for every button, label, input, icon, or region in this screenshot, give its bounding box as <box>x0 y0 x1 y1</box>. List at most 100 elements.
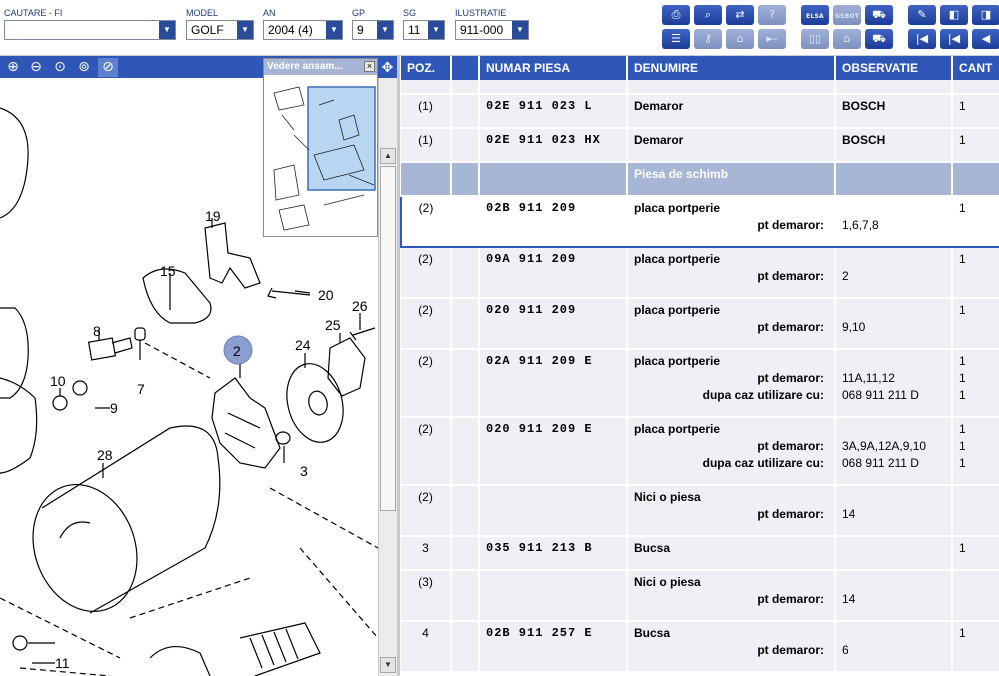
part-number[interactable]: 09A 911 209 <box>486 252 577 266</box>
part-number[interactable] <box>486 575 620 592</box>
ilustratie-select[interactable]: 911-000▼ <box>455 20 529 40</box>
model-select[interactable]: GOLF▼ <box>186 20 254 40</box>
part-label-25[interactable]: 25 <box>325 317 341 333</box>
drawing-scrollbar[interactable]: ▲ ▼ <box>378 56 397 676</box>
part-number[interactable] <box>486 490 620 507</box>
part-label-28[interactable]: 28 <box>97 447 113 463</box>
cautare-select[interactable]: ▼ <box>4 20 176 40</box>
col-denumire[interactable]: DENUMIRE <box>627 56 836 80</box>
part-label-24[interactable]: 24 <box>295 337 311 353</box>
col-flag[interactable] <box>451 56 480 80</box>
help-button[interactable]: ? <box>758 5 786 25</box>
prev-page-button[interactable]: ◧ <box>940 5 968 25</box>
quantity: 1 <box>959 354 966 368</box>
part-label-11[interactable]: 11 <box>55 655 70 671</box>
part-number[interactable]: 02B 911 257 E <box>486 626 593 640</box>
cart-button[interactable]: ⛟ <box>865 29 893 49</box>
part-number[interactable]: 020 911 209 <box>486 303 577 317</box>
gp-select[interactable]: 9▼ <box>352 20 394 40</box>
scroll-up-icon[interactable]: ▲ <box>380 148 396 164</box>
list-button[interactable]: ☰ <box>662 29 690 49</box>
zoom-window-icon[interactable]: ⊙ <box>54 59 66 75</box>
scroll-thumb[interactable] <box>380 166 396 511</box>
tree-button[interactable]: ⌂ <box>726 29 754 49</box>
part-number[interactable]: 02E 911 023 L <box>486 99 593 113</box>
part-label-9[interactable]: 9 <box>110 400 118 416</box>
chevron-down-icon[interactable]: ▼ <box>512 21 528 39</box>
overview-thumbnail[interactable] <box>264 75 377 236</box>
gsbot-button[interactable]: GSBOT <box>833 5 861 25</box>
home-button[interactable]: ⌂ <box>833 29 861 49</box>
chevron-down-icon[interactable]: ▼ <box>428 21 444 39</box>
sg-select[interactable]: 11▼ <box>403 20 445 40</box>
back-button[interactable]: ◀ <box>972 29 999 49</box>
part-label-3[interactable]: 3 <box>300 463 308 479</box>
section-row[interactable]: Piesa de schimb <box>401 162 999 197</box>
expand-panel-icon[interactable]: ✥ <box>378 56 397 78</box>
overview-title[interactable]: Vedere ansam... <box>264 59 377 75</box>
part-label-20[interactable]: 20 <box>318 287 334 303</box>
part-number[interactable]: 02B 911 209 <box>486 201 577 215</box>
cautare-filter: CAUTARE - FI ▼ <box>4 6 176 40</box>
key-button[interactable]: ⚷ <box>694 29 722 49</box>
hotspot-2[interactable] <box>223 335 253 365</box>
part-label-26[interactable]: 26 <box>352 298 368 314</box>
zoom-out-icon[interactable]: ⊖ <box>30 59 42 75</box>
note-value: 6 <box>842 643 849 657</box>
elsa-button[interactable]: ELSA <box>801 5 829 25</box>
note-quantity: 1 <box>959 371 966 385</box>
part-number[interactable]: 020 911 209 E <box>486 422 593 436</box>
close-icon[interactable]: × <box>364 61 375 72</box>
exploded-view-drawing[interactable]: 2 3 7 8 9 10 11 15 19 20 24 25 26 28 <box>0 78 378 676</box>
zoom-fit-icon[interactable]: ⊘ <box>98 58 118 77</box>
zoom-100-icon[interactable]: ⊚ <box>78 59 90 75</box>
chevron-down-icon[interactable]: ▼ <box>237 21 253 39</box>
arrow-button[interactable]: ▸– <box>758 29 786 49</box>
col-cant[interactable]: CANT <box>952 56 999 80</box>
cart-add-button[interactable]: ⛟ <box>865 5 893 25</box>
part-label-15[interactable]: 15 <box>160 263 176 279</box>
transfer-button[interactable]: ⇄ <box>726 5 754 25</box>
part-number[interactable]: 02A 911 209 E <box>486 354 593 368</box>
numar-cell: 02B 911 209 <box>479 195 628 248</box>
part-number[interactable]: 035 911 213 B <box>486 541 593 555</box>
part-label-7[interactable]: 7 <box>137 381 145 397</box>
chevron-down-icon[interactable]: ▼ <box>326 21 342 39</box>
col-numar-piesa[interactable]: NUMAR PIESA <box>479 56 628 80</box>
an-select[interactable]: 2004 (4)▼ <box>263 20 343 40</box>
part-label-10[interactable]: 10 <box>50 373 66 389</box>
zoom-in-icon[interactable]: ⊕ <box>7 59 19 75</box>
part-number[interactable]: 02E 911 023 HX <box>486 133 601 147</box>
print-button[interactable]: ⎙ <box>662 5 690 25</box>
pin-button[interactable]: ✎ <box>908 5 936 25</box>
first-button[interactable]: |◀ <box>908 29 936 49</box>
part-label-19[interactable]: 19 <box>205 208 221 224</box>
next-page-button[interactable]: ◨ <box>972 5 999 25</box>
col-poz[interactable]: POZ. <box>401 56 452 80</box>
chevron-down-icon[interactable]: ▼ <box>159 21 175 39</box>
part-name: Demaror <box>634 133 684 147</box>
previous-button[interactable]: |◀ <box>940 29 968 49</box>
chevron-down-icon[interactable]: ▼ <box>377 21 393 39</box>
search-parts-button[interactable]: ⌕ <box>694 5 722 25</box>
col-observatie[interactable]: OBSERVATIE <box>835 56 953 80</box>
scroll-down-icon[interactable]: ▼ <box>380 657 396 673</box>
part-label-8[interactable]: 8 <box>93 323 101 339</box>
overview-viewport[interactable] <box>307 86 376 191</box>
compare-button[interactable]: ▯▯ <box>801 29 829 49</box>
part-label-2[interactable]: 2 <box>233 343 241 359</box>
overview-window[interactable]: Vedere ansam... × <box>263 58 378 237</box>
panel-splitter[interactable] <box>397 56 400 676</box>
